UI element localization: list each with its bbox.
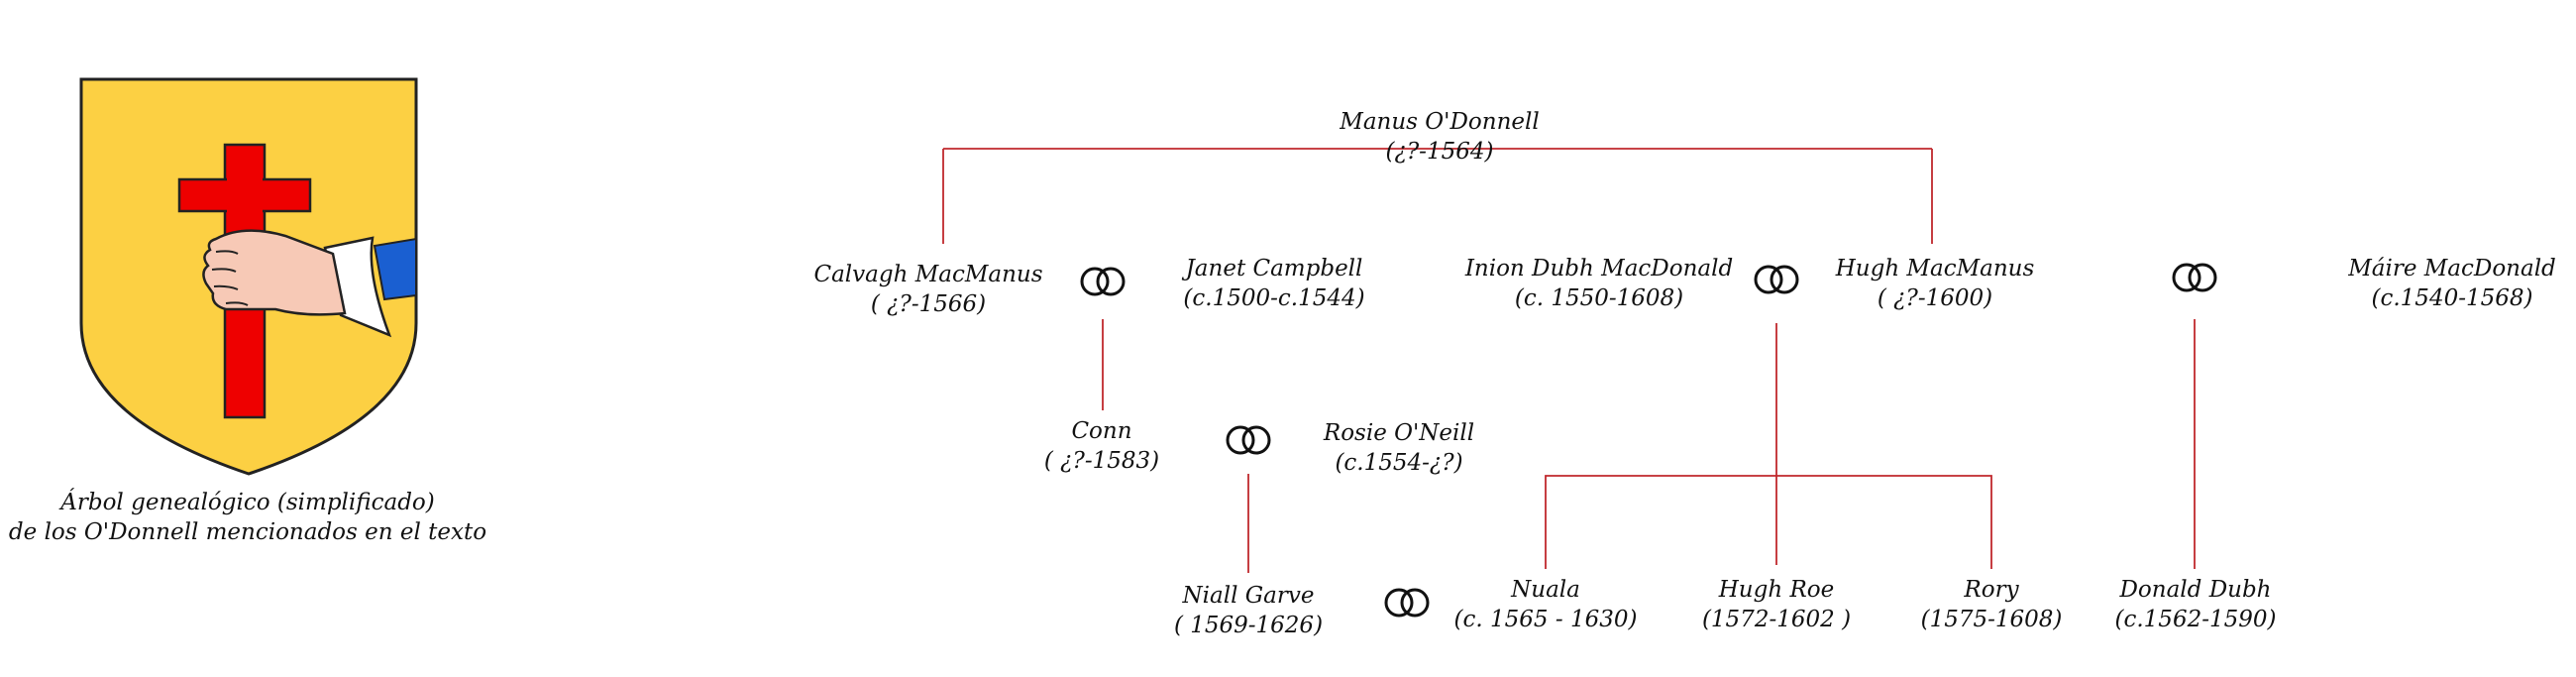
person-rory: Rory (1575-1608)	[1921, 575, 2063, 634]
person-hugh-roe: Hugh Roe (1572-1602 )	[1702, 575, 1851, 634]
person-inion-dubh-macdonald: Inion Dubh MacDonald (c. 1550-1608)	[1465, 254, 1733, 313]
person-dates: (¿?-1564)	[1385, 139, 1494, 165]
person-conn: Conn ( ¿?-1583)	[1044, 416, 1159, 476]
person-calvagh-macmanus: Calvagh MacManus ( ¿?-1566)	[813, 260, 1042, 319]
coat-of-arms-icon	[79, 77, 418, 476]
person-name: Máire MacDonald	[2348, 256, 2556, 282]
person-janet-campbell: Janet Campbell (c.1500-c.1544)	[1183, 254, 1364, 313]
marriage-rings-icon	[1226, 425, 1271, 455]
caption-line-1: Árbol genealógico (simplificado)	[60, 490, 435, 515]
person-name: Inion Dubh MacDonald	[1464, 256, 1734, 282]
person-dates: (1575-1608)	[1920, 607, 2063, 632]
marriage-rings-icon	[1384, 588, 1430, 618]
line-children-bar	[1545, 475, 1992, 569]
person-dates: (c.1554-¿?)	[1335, 450, 1463, 476]
person-dates: ( 1569-1626)	[1173, 613, 1324, 638]
person-dates: (c. 1565 - 1630)	[1453, 607, 1638, 632]
person-name: Janet Campbell	[1185, 256, 1363, 282]
person-dates: (c.1562-1590)	[2114, 607, 2277, 632]
person-hugh-macmanus: Hugh MacManus ( ¿?-1600)	[1836, 254, 2035, 313]
person-dates: (1572-1602 )	[1701, 607, 1852, 632]
person-name: Hugh MacManus	[1835, 256, 2035, 282]
caption-line-2: de los O'Donnell mencionados en el texto	[8, 519, 487, 545]
person-dates: ( ¿?-1583)	[1043, 448, 1160, 474]
sleeve	[373, 237, 417, 301]
person-donald-dubh: Donald Dubh (c.1562-1590)	[2115, 575, 2277, 634]
person-dates: (c.1500-c.1544)	[1183, 285, 1365, 311]
person-manus-odonnell: Manus O'Donnell (¿?-1564)	[1340, 107, 1539, 167]
person-dates: (c.1540-1568)	[2371, 285, 2533, 311]
person-dates: ( ¿?-1600)	[1877, 285, 1993, 311]
person-dates: (c. 1550-1608)	[1514, 285, 1684, 311]
person-dates: ( ¿?-1566)	[870, 291, 987, 317]
person-nuala: Nuala (c. 1565 - 1630)	[1454, 575, 1638, 634]
person-niall-garve: Niall Garve ( 1569-1626)	[1174, 581, 1323, 640]
person-name: Rory	[1964, 577, 2019, 603]
person-name: Hugh Roe	[1718, 577, 1835, 603]
marriage-rings-icon	[1754, 265, 1799, 294]
person-name: Donald Dubh	[2119, 577, 2272, 603]
marriage-rings-icon	[2172, 263, 2217, 292]
person-name: Manus O'Donnell	[1340, 109, 1540, 135]
person-name: Rosie O'Neill	[1323, 420, 1475, 446]
diagram-caption: Árbol genealógico (simplificado) de los …	[9, 488, 486, 547]
person-rosie-oneill: Rosie O'Neill (c.1554-¿?)	[1324, 418, 1474, 478]
person-name: Calvagh MacManus	[813, 262, 1043, 287]
person-name: Conn	[1071, 418, 1132, 444]
person-maire-macdonald: Máire MacDonald (c.1540-1568)	[2348, 254, 2556, 313]
person-name: Niall Garve	[1182, 583, 1315, 609]
person-name: Nuala	[1511, 577, 1580, 603]
hand	[202, 229, 347, 316]
marriage-rings-icon	[1080, 267, 1126, 296]
